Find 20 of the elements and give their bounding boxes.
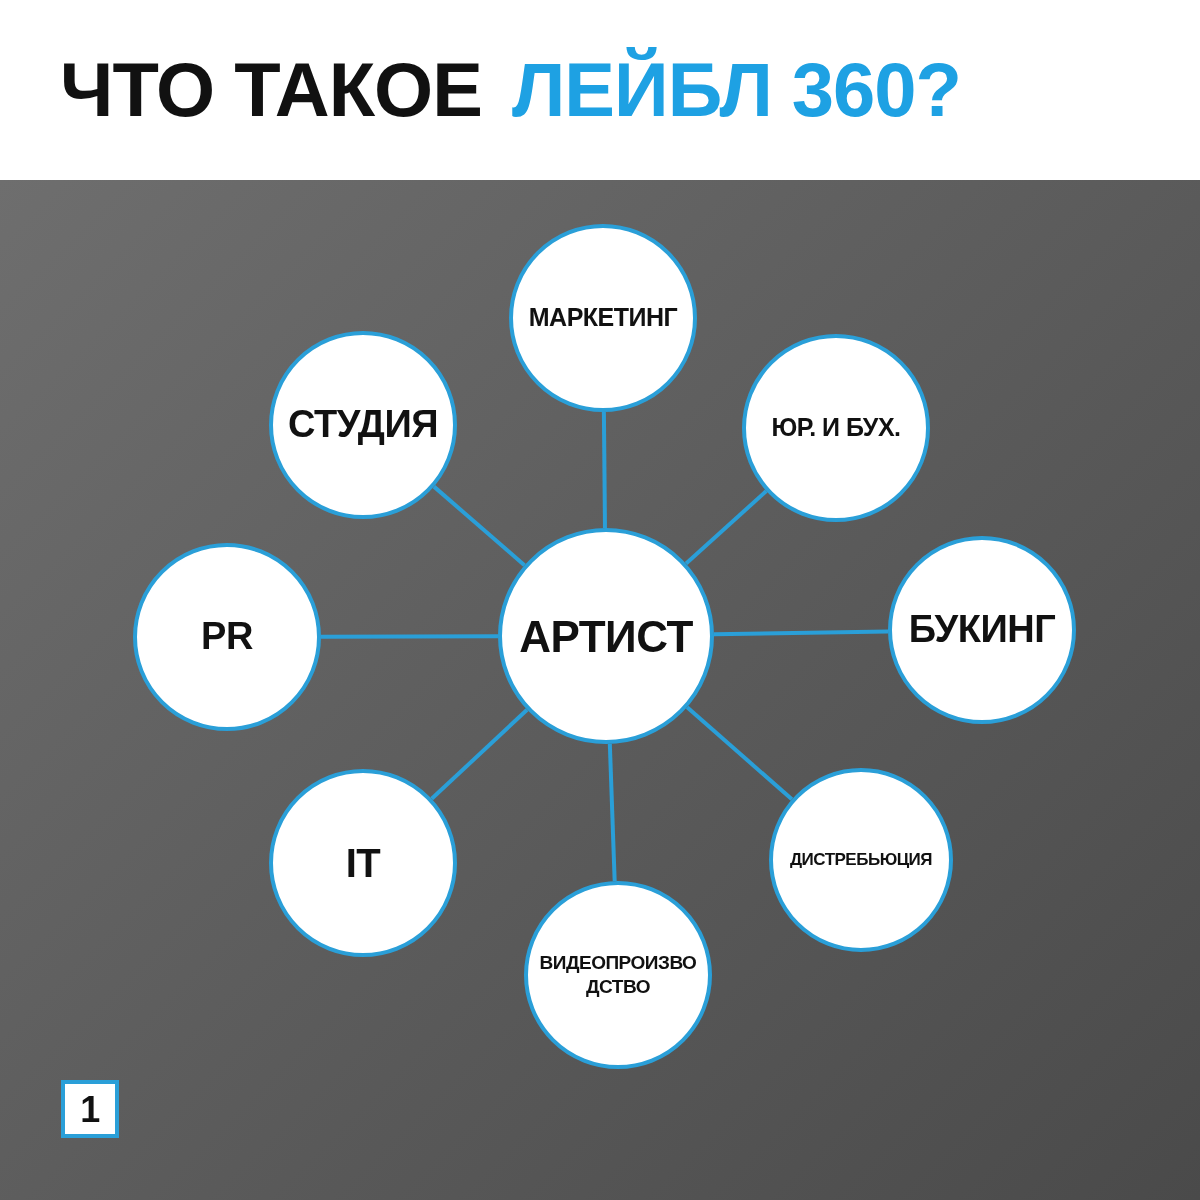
topic-label: IT <box>345 840 381 887</box>
page-number-box <box>61 1080 119 1138</box>
connector-line <box>713 629 889 637</box>
topic-label: ЮР. И БУХ. <box>771 412 901 444</box>
topic-label: БУКИНГ <box>908 607 1056 653</box>
connector-line <box>430 708 529 801</box>
topic-label: АРТИСТ <box>519 610 693 663</box>
connector-line <box>607 743 617 882</box>
topic-label: ВИДЕОПРОИЗВО ДСТВО <box>538 951 698 999</box>
connector-line <box>684 489 768 566</box>
connector-line <box>601 411 607 529</box>
connector-line <box>432 485 526 567</box>
topic-label: PR <box>201 614 253 660</box>
connector-line <box>685 705 794 801</box>
topic-label: МАРКЕТИНГ <box>528 302 678 334</box>
topic-label: ДИСТРЕБЬЮЦИЯ <box>789 849 933 871</box>
connector-line <box>321 634 498 639</box>
page-number: 1 <box>80 1087 100 1132</box>
topic-label: СТУДИЯ <box>287 402 439 448</box>
title: ЧТО ТАКОЕ ЛЕЙБЛ 360? <box>60 46 962 134</box>
